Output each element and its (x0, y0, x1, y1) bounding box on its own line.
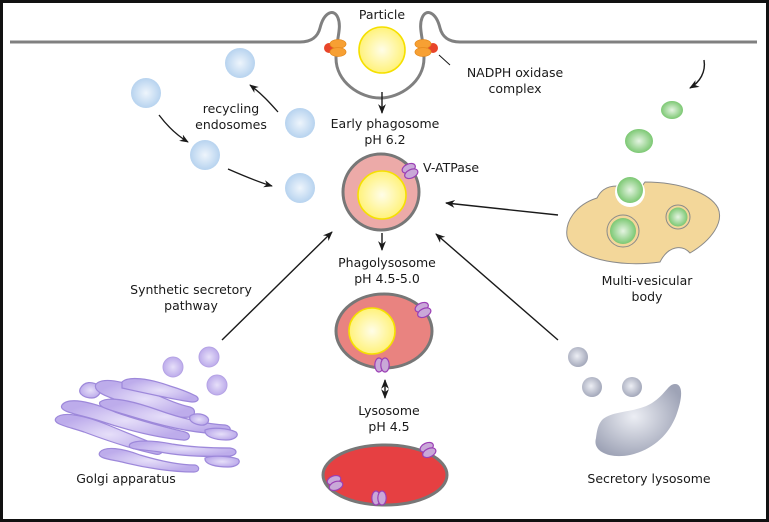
endosome-1 (131, 78, 161, 108)
arrow-golgi-to-phagosome (221, 231, 333, 341)
lysosome (321, 439, 449, 507)
phagolysosome-label-line2: pH 4.5-5.0 (354, 271, 420, 286)
phagolysosome-label: Phagolysosome pH 4.5-5.0 (338, 255, 436, 287)
synthetic-label-line1: Synthetic secretory (130, 282, 252, 297)
secretory-vesicle-1 (568, 347, 588, 367)
endosome-4 (190, 140, 220, 170)
mvb-label-line2: body (631, 289, 663, 304)
secretory-vesicle-2 (582, 377, 602, 397)
golgi-apparatus (54, 377, 240, 473)
nadph-label-line1: NADPH oxidase (466, 65, 564, 80)
synthetic-label-line2: pathway (164, 298, 218, 313)
arrow-mvb-inflow (689, 59, 706, 89)
nadph-oxidase-right (414, 39, 438, 57)
particle-label: Particle (358, 7, 406, 22)
secretory-lysosome-label: Secretory lysosome (587, 471, 711, 486)
lysosome-label-line2: pH 4.5 (368, 419, 410, 434)
early-phagosome (341, 152, 421, 232)
phagolysosome-label-line1: Phagolysosome (338, 255, 436, 270)
synthetic-secretory-label: Synthetic secretory pathway (130, 282, 252, 314)
nadph-leader-line (438, 54, 451, 66)
golgi-vesicle-2 (198, 346, 220, 368)
early-label-line2: pH 6.2 (364, 132, 406, 147)
golgi-apparatus-label: Golgi apparatus (76, 471, 176, 486)
arrow-secretory-to-phagosome (435, 233, 559, 341)
arrow-endosome-1-to-4 (158, 114, 189, 143)
mvb-label-line1: Multi-vesicular (601, 273, 693, 288)
phagolysosome (334, 292, 434, 373)
early-label-line1: Early phagosome (330, 116, 440, 131)
lysosome-label-line1: Lysosome (358, 403, 420, 418)
multi-vesicular-body-label: Multi-vesicular body (602, 273, 693, 305)
endosome-2 (225, 48, 255, 78)
recycling-label-line2: endosomes (195, 117, 267, 132)
multi-vesicular-body (566, 177, 720, 265)
secretory-vesicle-3 (622, 377, 642, 397)
lysosome-label: Lysosome pH 4.5 (358, 403, 419, 435)
secretory-lysosome (595, 384, 682, 457)
plasma-membrane (10, 11, 757, 100)
arrow-endosome-3-to-2 (249, 84, 279, 113)
recycling-endosomes-label: recycling endosomes (195, 101, 267, 133)
nadph-label-line2: complex (488, 81, 542, 96)
endosome-3 (285, 108, 315, 138)
nadph-oxidase-label: NADPH oxidase complex (467, 65, 563, 97)
arrow-endosome-4-to-5 (227, 168, 273, 188)
vatpase-label: V-ATPase (423, 160, 480, 175)
particle (358, 26, 406, 74)
mvb-vesicle-small (661, 101, 683, 119)
arrow-mvb-to-phagosome (445, 200, 559, 216)
endosome-5 (285, 173, 315, 203)
early-phagosome-label: Early phagosome pH 6.2 (331, 116, 440, 148)
nadph-oxidase-left (324, 39, 347, 57)
mvb-vesicle-medium (625, 129, 653, 153)
golgi-vesicle-3 (206, 374, 228, 396)
recycling-label-line1: recycling (202, 101, 260, 116)
golgi-vesicle-1 (162, 356, 184, 378)
